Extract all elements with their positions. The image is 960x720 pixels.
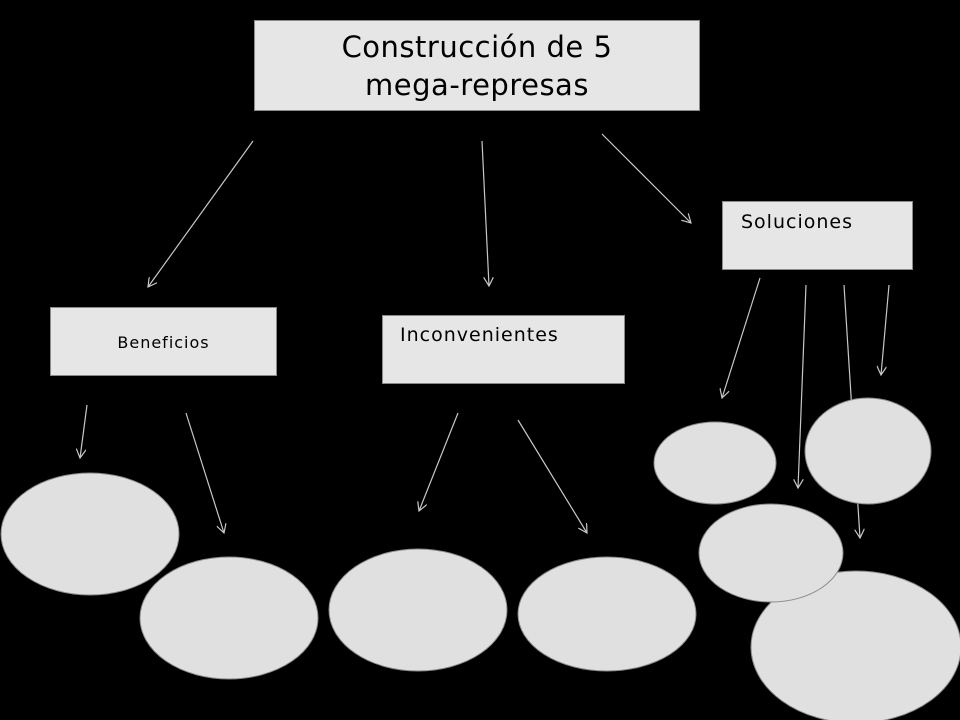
soluciones-box: Soluciones (722, 201, 913, 270)
beneficios-ellipse-2 (139, 556, 319, 680)
soluciones-ellipse-4 (804, 397, 932, 505)
inconvenientes-label: Inconvenientes (400, 324, 559, 346)
arrow-soluciones-to-ellipse-1 (722, 277, 761, 398)
beneficios-box: Beneficios (50, 307, 277, 376)
beneficios-label: Beneficios (117, 333, 210, 352)
diagram-title: Construcción de 5 mega-represas (341, 29, 613, 102)
soluciones-ellipse-3 (750, 570, 960, 720)
arrow-beneficios-to-ellipse-1 (80, 404, 88, 458)
title-box: Construcción de 5 mega-represas (254, 20, 700, 111)
arrow-title-to-inconvenientes (481, 140, 489, 286)
inconvenientes-ellipse-1 (328, 548, 508, 672)
arrow-soluciones-to-ellipse-2 (798, 284, 807, 488)
arrow-soluciones-to-ellipse-4 (881, 284, 890, 375)
arrow-inconvenientes-to-ellipse-1 (419, 412, 459, 511)
arrow-beneficios-to-ellipse-2 (185, 412, 224, 533)
beneficios-ellipse-1 (0, 472, 180, 596)
inconvenientes-box: Inconvenientes (382, 315, 625, 384)
arrow-inconvenientes-to-ellipse-2 (517, 419, 587, 533)
soluciones-label: Soluciones (741, 211, 853, 233)
soluciones-ellipse-2 (698, 503, 844, 603)
arrow-title-to-beneficios (148, 140, 254, 287)
arrow-title-to-soluciones (601, 133, 691, 223)
soluciones-ellipse-1 (653, 421, 777, 505)
inconvenientes-ellipse-2 (517, 556, 697, 672)
